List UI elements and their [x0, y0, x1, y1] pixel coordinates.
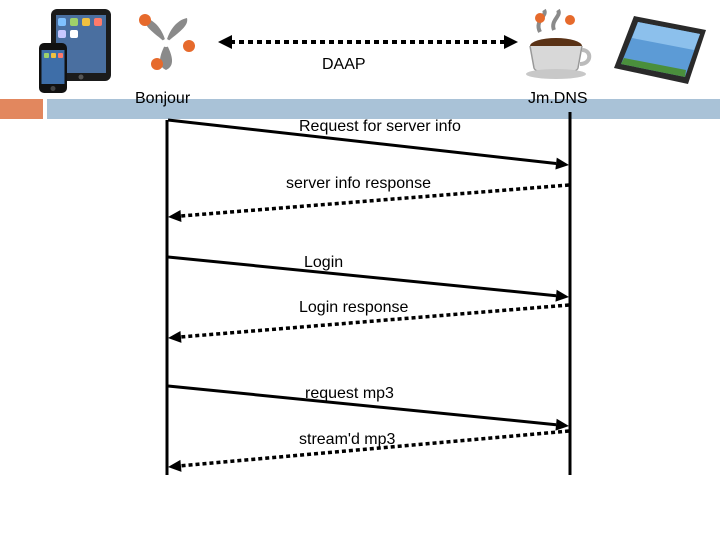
message-label: request mp3 [305, 385, 394, 402]
smartphone-icon [39, 43, 67, 93]
message-label: Login [304, 254, 344, 271]
message-label: server info response [286, 175, 431, 192]
message-arrow-head [168, 330, 182, 343]
message-arrow-head [168, 209, 182, 222]
accent-band-orange [0, 99, 43, 119]
message-arrow [167, 384, 569, 431]
message-arrow-line [167, 255, 557, 298]
protocol-label: DAAP [322, 56, 366, 73]
accent-band-blue [47, 99, 720, 119]
message-arrow [168, 303, 570, 343]
message-arrow-head [555, 157, 569, 170]
server-label: Jm.DNS [528, 90, 588, 107]
java-coffee-cup-icon [526, 8, 592, 79]
client-label: Bonjour [135, 90, 191, 107]
message-arrow-line [167, 384, 557, 427]
bonjour-logo-icon [139, 14, 195, 70]
message-arrow-head [168, 459, 182, 472]
message-arrow [167, 118, 569, 170]
message-arrow [167, 255, 569, 302]
message-arrow-head [555, 418, 569, 431]
message-arrow-line [180, 183, 570, 218]
daap-double-arrow [218, 35, 518, 49]
message-arrow-line [167, 118, 557, 166]
tablet-icon [614, 16, 706, 84]
message-label: Login response [299, 299, 409, 316]
message-arrow-line [180, 303, 570, 339]
message-arrow [168, 429, 570, 472]
message-label: Request for server info [299, 118, 461, 135]
message-arrow-head [555, 289, 569, 302]
message-arrow [168, 183, 570, 222]
message-label: stream'd mp3 [299, 431, 396, 448]
message-arrow-line [180, 429, 570, 468]
